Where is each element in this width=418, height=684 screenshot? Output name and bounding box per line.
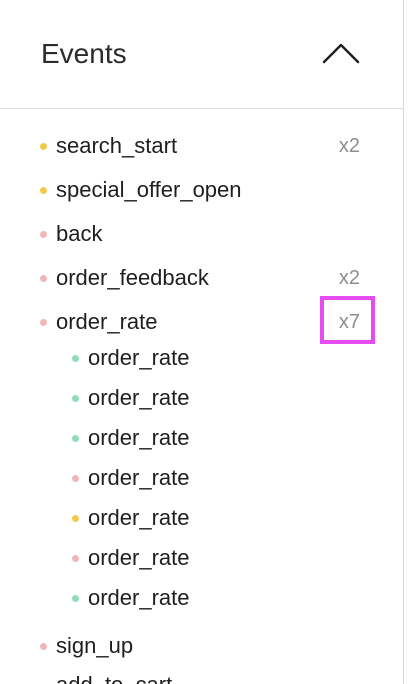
collapse-button[interactable] [316,34,366,74]
partially-hidden-event-label: add_to_cart [56,674,216,684]
chevron-up-icon [322,43,360,64]
event-dot-icon [40,642,47,650]
sub-event-item[interactable]: order_rate [72,503,312,533]
partially-hidden-event-item[interactable]: add_to_cart [56,674,216,684]
event-count-badge: x2 [338,135,360,157]
event-dot-icon [72,474,79,482]
event-label: order_rate [88,425,190,450]
events-panel: order_rated search_start x2 special_offe… [0,0,404,684]
event-dot-icon [40,186,47,194]
event-item-special-offer-open[interactable]: special_offer_open [40,175,363,205]
event-dot-icon [72,354,79,362]
event-dot-icon [72,554,79,562]
event-item-order-rate-group[interactable]: order_rate [40,307,363,337]
event-dot-icon [40,318,47,326]
events-header: Events [0,0,403,109]
event-item-back[interactable]: back [40,219,363,249]
event-list: order_rated search_start x2 special_offe… [40,91,363,684]
event-dot-icon [72,434,79,442]
event-label: back [56,221,103,246]
event-dot-icon [40,230,47,238]
sub-event-item[interactable]: order_rate [72,383,312,413]
sub-event-item[interactable]: order_rate [72,583,312,613]
event-dot-icon [72,394,79,402]
event-label: order_rate [56,309,158,334]
event-label: order_rate [88,585,190,610]
event-label: order_rate [88,345,190,370]
event-count-badge: x2 [338,267,360,289]
event-label: special_offer_open [56,177,242,202]
event-label: search_start [56,133,178,158]
sub-event-item[interactable]: order_rate [72,423,312,453]
event-dot-icon [40,142,47,150]
sub-event-item[interactable]: order_rate [72,463,312,493]
event-label: order_rate [88,465,190,490]
event-label: order_rate [88,505,190,530]
event-label: sign_up [56,633,134,658]
sub-event-item[interactable]: order_rate [72,543,312,573]
sub-event-item[interactable]: order_rate [72,343,312,373]
event-label: order_feedback [56,265,209,290]
event-item-order-feedback[interactable]: order_feedback [40,263,363,293]
event-item-search-start[interactable]: search_start [40,131,363,161]
event-label: order_rate [88,385,190,410]
event-item-sign-up[interactable]: sign_up [40,631,363,661]
event-dot-icon [72,594,79,602]
event-count-badge: x7 [338,311,360,333]
event-label: order_rate [88,545,190,570]
panel-title: Events [41,38,127,69]
event-dot-icon [40,274,47,282]
event-dot-icon [72,514,79,522]
